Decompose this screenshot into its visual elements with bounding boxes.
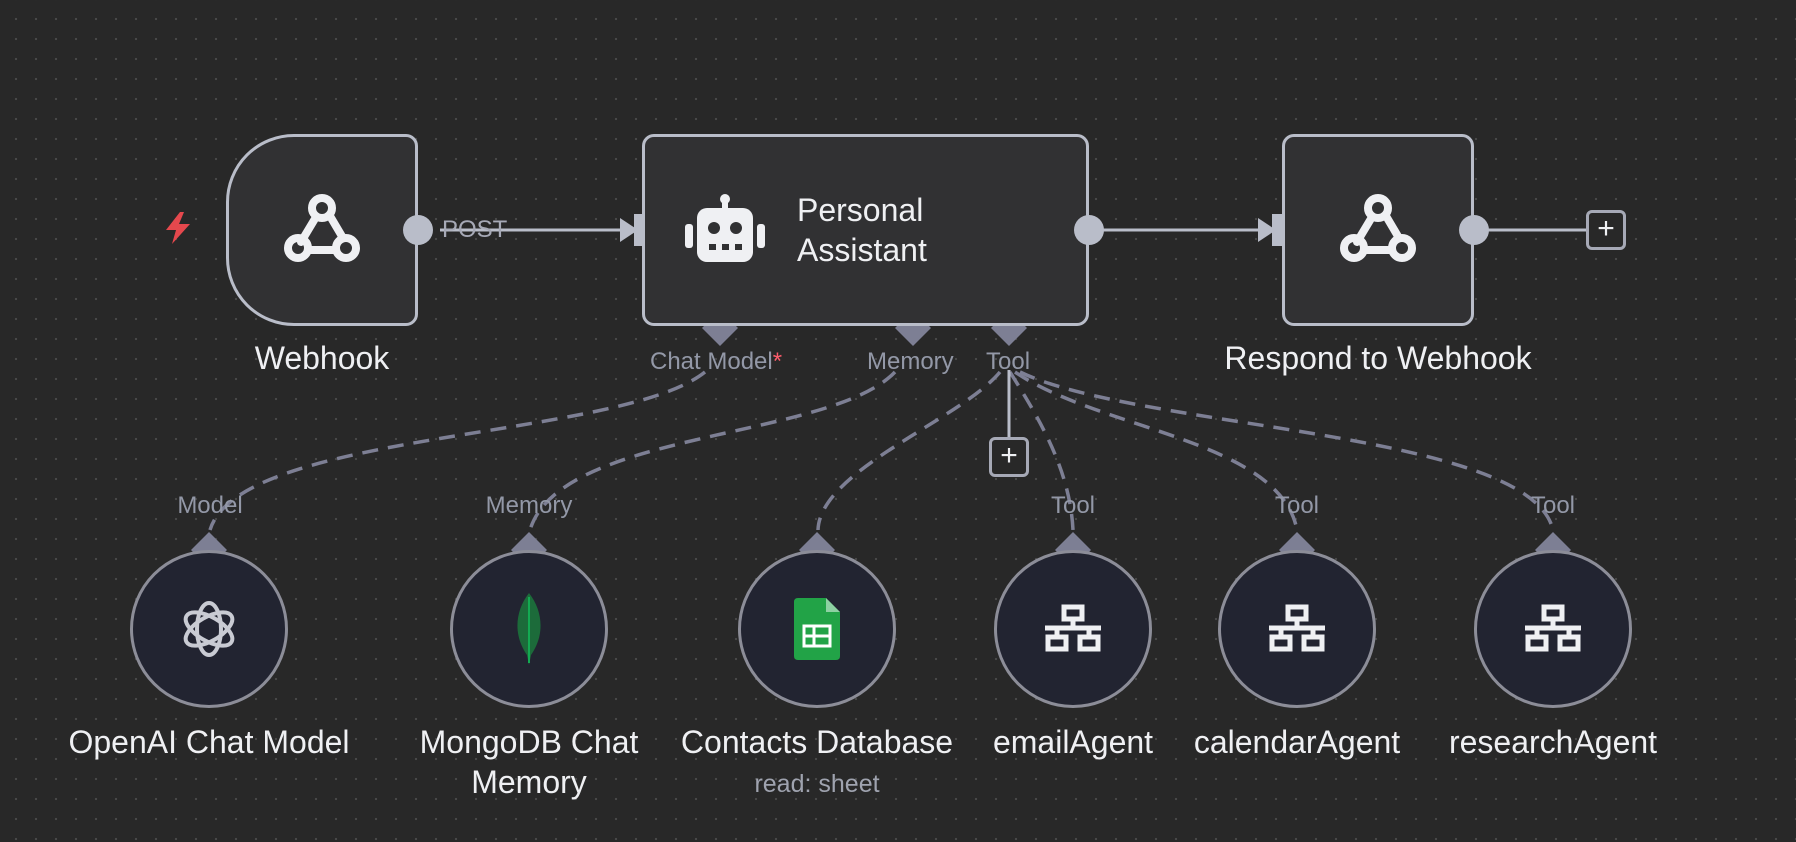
webhook-node-label: Webhook [254, 340, 390, 376]
sitemap-icon [1269, 604, 1325, 652]
research-agent-node[interactable] [1474, 550, 1632, 708]
chat-model-port-text: Chat Model [650, 348, 773, 375]
contacts-database-node[interactable] [738, 550, 896, 708]
respond-node-label: Respond to Webhook [1224, 340, 1532, 376]
calendar-node-label: calendarAgent [1193, 724, 1401, 760]
contacts-node-label: Contacts Database [680, 724, 954, 760]
calendar-port-label: Tool [1274, 492, 1320, 519]
webhook-output-label: POST [442, 216, 508, 243]
mongodb-chat-memory-node[interactable] [450, 550, 608, 708]
connection-tool-email[interactable] [1008, 371, 1075, 531]
webhook-node[interactable] [226, 134, 418, 326]
contacts-node-subtitle: read: sheet [754, 770, 880, 798]
arrow-head [620, 218, 638, 242]
email-agent-node[interactable] [994, 550, 1152, 708]
robot-icon [685, 194, 765, 262]
tool-port-label: Tool [986, 348, 1031, 375]
memory-port-label: Memory [867, 348, 954, 375]
add-tool-button[interactable]: + [989, 437, 1029, 477]
personal-assistant-title: Personal Assistant [797, 190, 927, 270]
connection-memory[interactable] [528, 370, 897, 531]
calendar-agent-node[interactable] [1218, 550, 1376, 708]
openai-node-label: OpenAI Chat Model [68, 724, 350, 760]
openai-icon [183, 601, 235, 657]
personal-assistant-title-line2: Assistant [797, 232, 927, 268]
email-node-label: emailAgent [992, 724, 1154, 760]
openai-port-label: Model [177, 492, 243, 519]
personal-assistant-node[interactable]: Personal Assistant [642, 134, 1089, 326]
required-marker: * [772, 348, 783, 375]
assistant-output-handle[interactable] [1073, 214, 1105, 246]
connection-tool-contacts[interactable] [816, 370, 1002, 531]
sitemap-icon [1525, 604, 1581, 652]
sitemap-icon [1045, 604, 1101, 652]
mongodb-port-label: Memory [485, 492, 573, 519]
add-node-button[interactable]: + [1586, 210, 1626, 250]
arrow-head [1258, 218, 1276, 242]
trigger-bolt-icon [166, 212, 190, 244]
respond-to-webhook-node[interactable] [1282, 134, 1474, 326]
connection-model[interactable] [208, 370, 707, 531]
google-sheets-icon [794, 598, 840, 660]
mongodb-node-label: MongoDB Chat Memory [419, 724, 639, 800]
webhook-output-handle[interactable] [402, 214, 434, 246]
research-node-label: researchAgent [1448, 724, 1658, 760]
personal-assistant-title-line1: Personal [797, 192, 924, 228]
connection-tool-calendar[interactable] [1014, 370, 1299, 531]
mongodb-leaf-icon [517, 593, 541, 665]
openai-chat-model-node[interactable] [130, 550, 288, 708]
email-port-label: Tool [1050, 492, 1096, 519]
respond-output-handle[interactable] [1458, 214, 1490, 246]
chat-model-port-label: Chat Model* [650, 348, 782, 376]
research-port-label: Tool [1530, 492, 1576, 519]
webhook-icon [284, 194, 360, 262]
webhook-icon [1340, 194, 1416, 262]
